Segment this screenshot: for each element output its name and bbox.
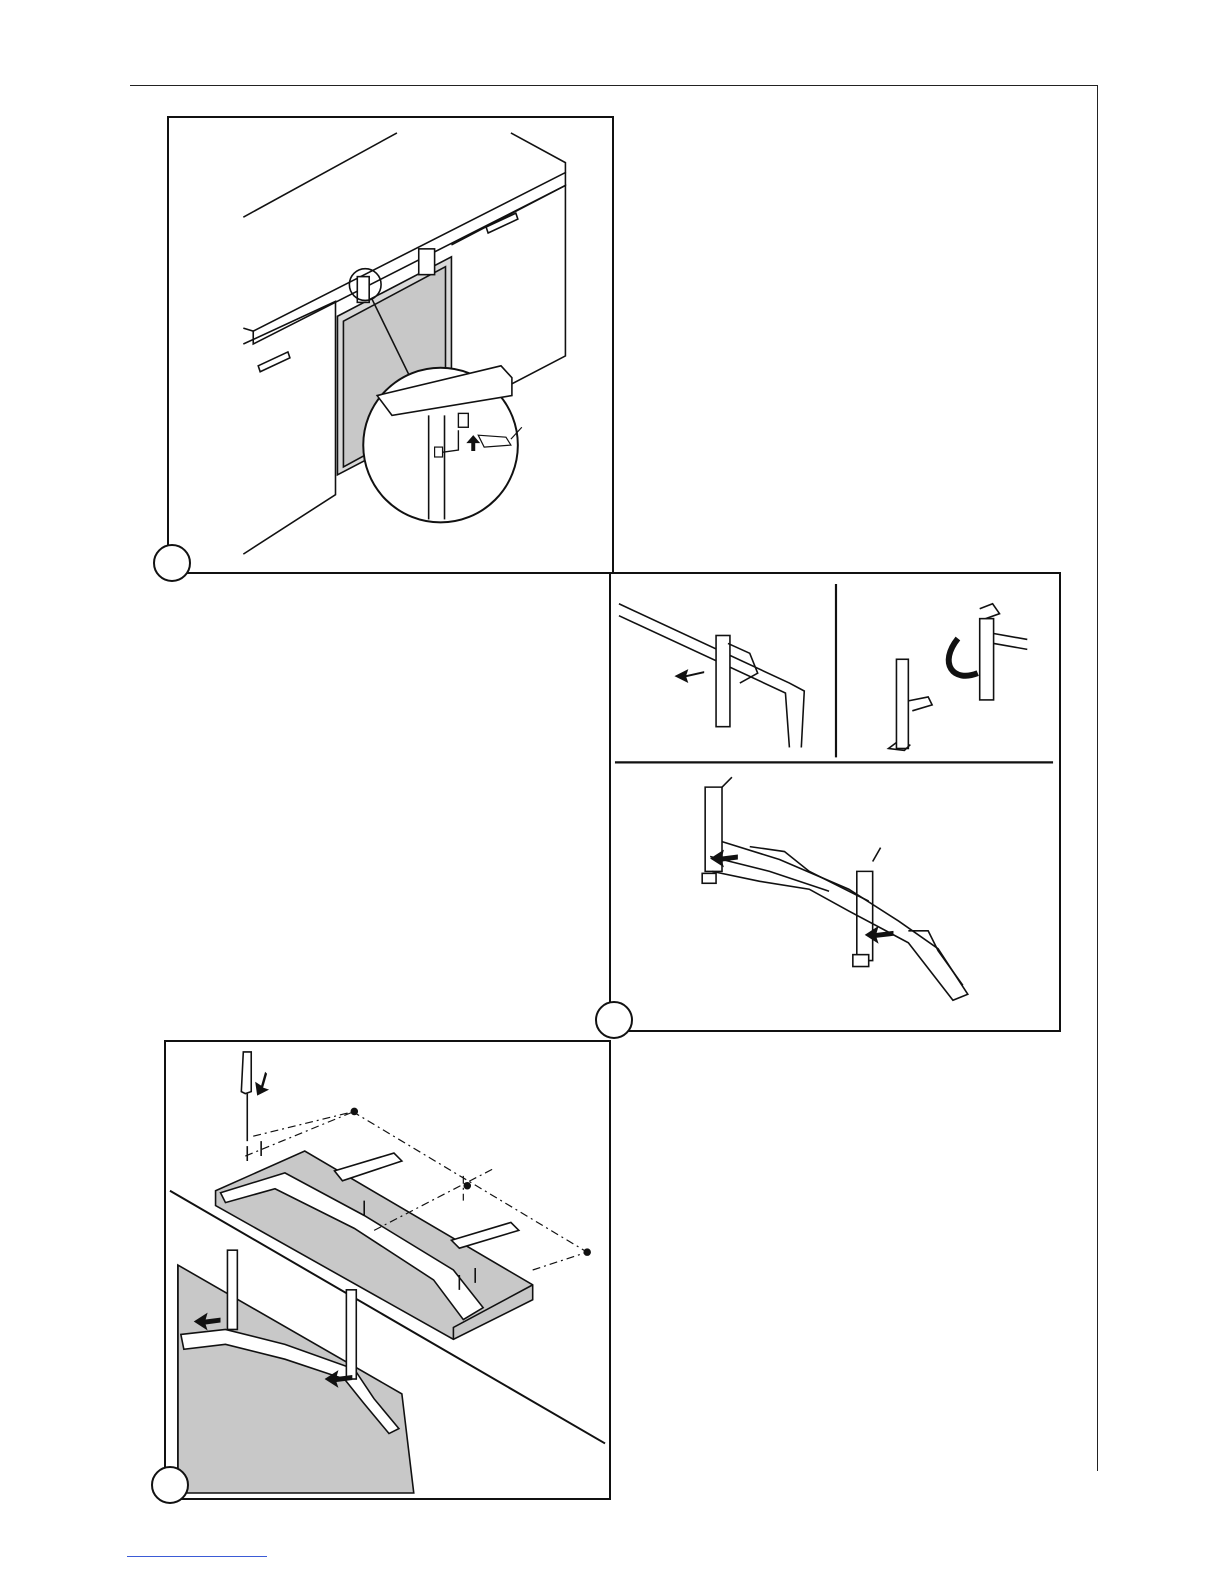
figure-b-number-badge — [595, 1001, 633, 1039]
top-rule — [130, 85, 1098, 86]
figure-a-number-badge — [153, 544, 191, 582]
screw-fixing-illustration — [166, 1042, 609, 1498]
figure-screw-fixing — [164, 1040, 611, 1500]
side-rule — [1097, 111, 1098, 1471]
detail-magnifier — [363, 366, 522, 523]
figure-c-number-badge — [151, 1466, 189, 1504]
figure-bracket-assembly — [609, 572, 1061, 1032]
footer-underline — [127, 1556, 267, 1557]
side-rule-top — [1097, 85, 1098, 111]
bracket-illustration — [611, 574, 1059, 1030]
figure-cabinet-install — [167, 116, 614, 574]
cabinet-illustration — [169, 118, 612, 572]
